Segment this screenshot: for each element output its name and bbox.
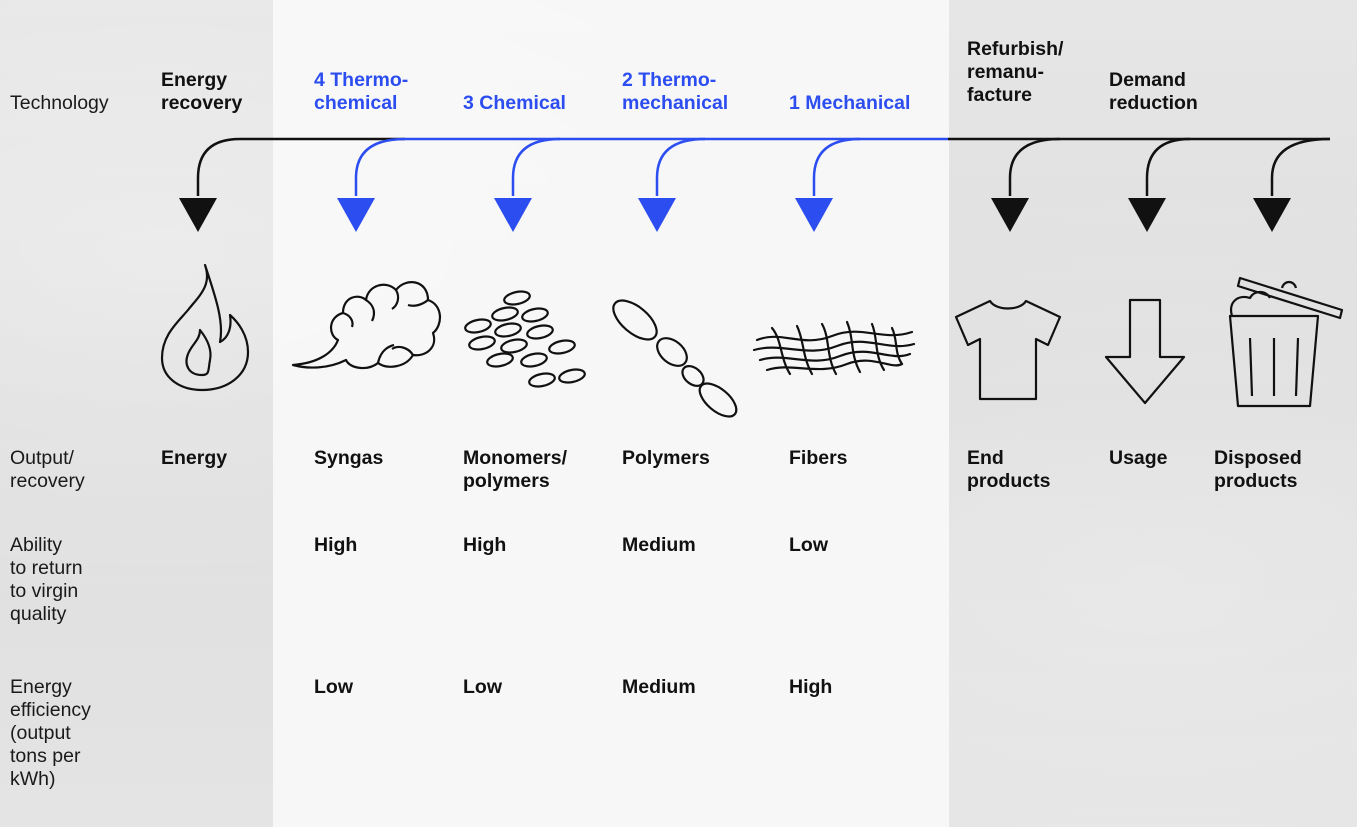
fibers-icon bbox=[752, 320, 916, 376]
cloud-icon bbox=[291, 281, 441, 370]
trash-can-icon bbox=[1228, 276, 1344, 408]
energy-fibers: High bbox=[789, 676, 833, 698]
ability-monomers: High bbox=[463, 534, 507, 556]
ability-polymers: Medium bbox=[622, 534, 696, 556]
output-disposed: Disposed products bbox=[1214, 447, 1302, 492]
ability-fibers: Low bbox=[789, 534, 828, 556]
output-polymers: Polymers bbox=[622, 447, 710, 469]
ability-syngas: High bbox=[314, 534, 358, 556]
output-fibers: Fibers bbox=[789, 447, 848, 469]
tech-refurbish: Refurbish/ remanu- facture bbox=[967, 38, 1064, 106]
monomers-icon bbox=[464, 290, 586, 388]
down-arrow-icon bbox=[1104, 298, 1186, 405]
tech-demand-reduction: Demand reduction bbox=[1109, 69, 1198, 114]
output-end-products: End products bbox=[967, 447, 1051, 492]
polymer-chain-icon bbox=[612, 299, 738, 418]
energy-syngas: Low bbox=[314, 676, 353, 698]
energy-monomers: Low bbox=[463, 676, 502, 698]
output-energy: Energy bbox=[161, 447, 228, 469]
tshirt-icon bbox=[954, 299, 1062, 401]
row-label-output: Output/ recovery bbox=[10, 447, 85, 492]
output-usage: Usage bbox=[1109, 447, 1168, 469]
row-label-energy-efficiency: Energy efficiency (output tons per kWh) bbox=[10, 676, 91, 790]
tech-mechanical: 1 Mechanical bbox=[789, 92, 911, 114]
tech-thermomechanical: 2 Thermo- mechanical bbox=[622, 69, 729, 114]
tech-thermochemical: 4 Thermo- chemical bbox=[314, 69, 409, 114]
row-label-ability: Ability to return to virgin quality bbox=[10, 534, 83, 625]
flame-icon bbox=[160, 263, 250, 392]
tech-energy-recovery: Energy recovery bbox=[161, 69, 243, 114]
row-label-technology: Technology bbox=[10, 92, 109, 114]
output-monomers: Monomers/ polymers bbox=[463, 447, 568, 492]
output-syngas: Syngas bbox=[314, 447, 384, 469]
tech-chemical: 3 Chemical bbox=[463, 92, 566, 114]
energy-polymers: Medium bbox=[622, 676, 696, 698]
flow-arrows bbox=[179, 137, 1331, 232]
